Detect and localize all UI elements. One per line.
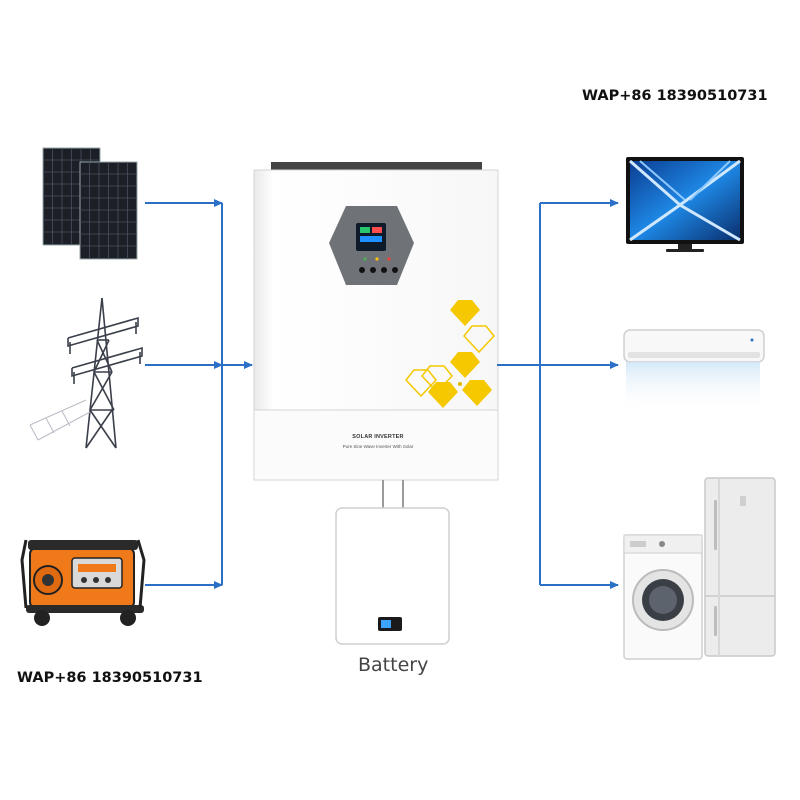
power-tower-icon — [29, 297, 143, 449]
air-conditioner-icon — [623, 329, 765, 412]
television-icon — [626, 157, 744, 252]
solar-panel-icon — [42, 147, 138, 260]
inverter-subtitle: Pure Sine Wave Inverter With Solar — [342, 444, 414, 449]
battery-unit — [335, 507, 450, 645]
contact-label-top: WAP+86 18390510731 — [582, 88, 768, 104]
battery-cables — [382, 480, 404, 510]
inverter-title: SOLAR INVERTER — [352, 434, 404, 440]
generator-icon — [20, 539, 146, 626]
inverter-decoration — [405, 300, 495, 408]
refrigerator-icon — [704, 477, 776, 657]
inverter-unit — [253, 162, 499, 481]
input-connectors — [145, 199, 253, 589]
contact-label-bottom: WAP+86 18390510731 — [17, 670, 203, 686]
washing-machine-icon — [623, 534, 703, 660]
battery-label: Battery — [358, 654, 429, 676]
output-connectors — [497, 199, 619, 589]
